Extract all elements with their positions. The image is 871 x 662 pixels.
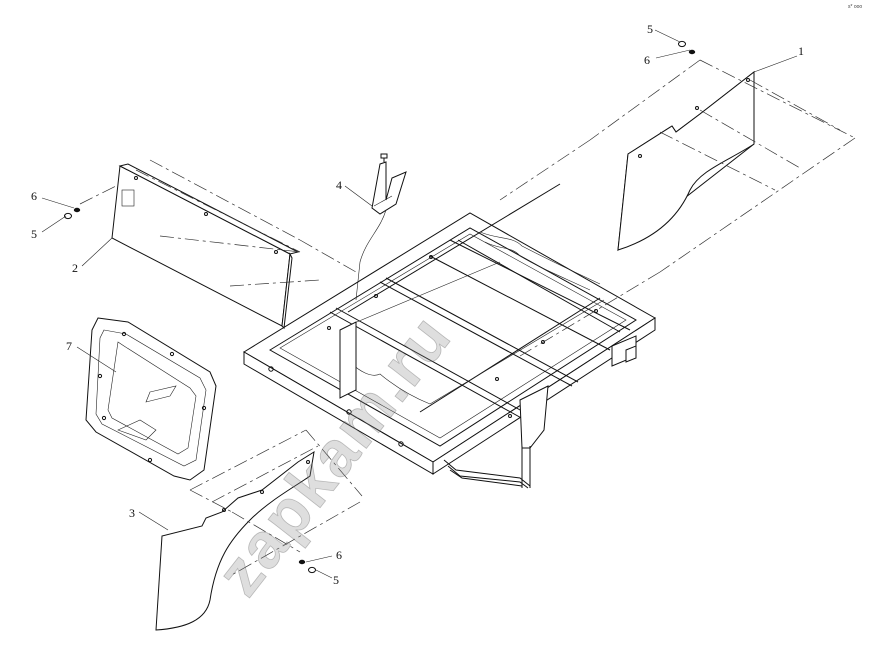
leader-lines [41,29,798,579]
part-2-left-panel [79,159,357,330]
callout-7: 7 [66,339,72,353]
corner-mark: s* ooo [848,4,862,10]
part-4-bracket [355,153,407,301]
part-7-tray [85,317,217,481]
callout-3: 3 [129,506,135,520]
washer-6-top-icon [688,49,696,55]
fasteners [64,40,696,574]
main-frame [243,183,656,489]
callout-6-bottom: 6 [336,548,342,562]
callout-6-left: 6 [31,189,37,203]
screw-5-top-icon [678,40,686,48]
washer-6-left-icon [73,207,81,213]
callout-5-bottom: 5 [333,573,339,587]
part-3-lower-panel [155,429,363,631]
callout-4: 4 [336,178,342,192]
callout-6-top: 6 [644,53,650,67]
callout-2: 2 [72,261,78,275]
screw-5-left-icon [64,212,72,220]
callout-5-top: 5 [647,22,653,36]
washer-6-bottom-icon [298,559,306,565]
screw-5-bottom-icon [308,566,316,574]
callout-5-left: 5 [31,227,37,241]
callout-labels: 5 6 1 6 5 2 4 7 3 6 5 [31,22,804,587]
callout-1: 1 [798,44,804,58]
part-1-right-panel [499,59,856,357]
